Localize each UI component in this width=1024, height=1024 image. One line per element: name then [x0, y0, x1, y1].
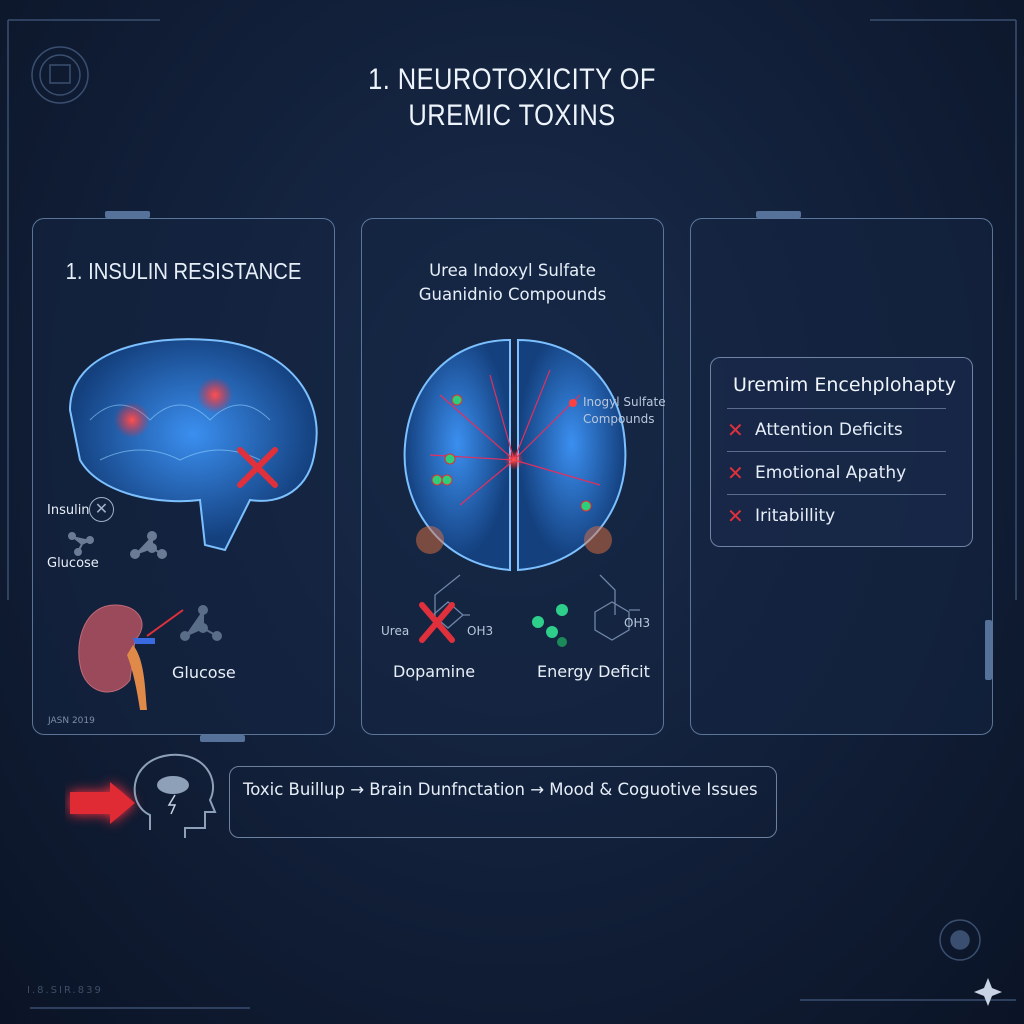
glucose-label-large: Glucose	[172, 663, 236, 682]
encephalopathy-card: Uremim Encehplohapty ✕ Attention Deficits…	[710, 357, 973, 547]
page-title: 1. NEUROTOXICITY OF UREMIC TOXINS	[77, 62, 947, 134]
pathway-summary-box: Toxic Buillup → Brain Dunfnctation → Moo…	[229, 766, 777, 838]
x-icon: ✕	[727, 418, 744, 442]
symptom-label: Iritabillity	[755, 506, 836, 526]
brain-top-illustration	[403, 338, 627, 572]
symptom-label: Emotional Apathy	[755, 463, 907, 483]
urea-label: Urea	[381, 624, 410, 638]
panel-tab	[200, 735, 245, 742]
energy-deficit-label: Energy Deficit	[537, 662, 650, 681]
pathway-summary-text: Toxic Buillup → Brain Dunfnctation → Moo…	[243, 780, 758, 799]
toxin-callout-line-1: Inogyl Sulfate	[583, 395, 666, 409]
head-storm-icon	[70, 753, 217, 838]
panel-tab	[985, 620, 992, 680]
symptom-item: ✕ Attention Deficits	[727, 408, 946, 451]
panel-tab	[105, 211, 150, 218]
insulin-label: Insulin	[47, 503, 90, 518]
symptom-item: ✕ Emotional Apathy	[727, 451, 946, 494]
kidney-illustration	[78, 604, 222, 710]
title-line-1: 1. NEUROTOXICITY OF	[368, 63, 656, 96]
x-icon: ✕	[727, 504, 744, 528]
toxin-callout: Inogyl Sulfate Compounds	[583, 394, 666, 428]
symptom-label: Attention Deficits	[755, 420, 903, 440]
molecule-icon	[68, 531, 167, 559]
oh3-label-left: OH3	[467, 624, 494, 638]
x-icon: ✕	[727, 461, 744, 485]
blocked-circle-x-icon: ✕	[89, 497, 114, 522]
toxins-heading-line-2: Guanidnio Compounds	[418, 285, 607, 304]
insulin-heading: 1. INSULIN RESISTANCE	[65, 258, 302, 284]
chemical-structure-diagram	[419, 574, 640, 647]
oh3-label-right: OH3	[624, 616, 651, 630]
brain-side-illustration	[68, 338, 318, 552]
toxins-heading-line-1: Urea Indoxyl Sulfate	[429, 261, 596, 280]
panel-tab	[756, 211, 801, 218]
toxins-heading: Urea Indoxyl Sulfate Guanidnio Compounds	[361, 259, 664, 307]
glucose-label-small: Glucose	[47, 556, 99, 571]
symptom-item: ✕ Iritabillity	[727, 494, 946, 537]
citation: JASN 2019	[48, 716, 95, 726]
dopamine-label: Dopamine	[393, 662, 476, 681]
toxin-callout-line-2: Compounds	[583, 412, 655, 426]
encephalopathy-heading: Uremim Encehplohapty	[733, 374, 956, 396]
footer-code: I.8.SIR.839	[27, 985, 103, 996]
title-line-2: UREMIC TOXINS	[408, 99, 616, 132]
